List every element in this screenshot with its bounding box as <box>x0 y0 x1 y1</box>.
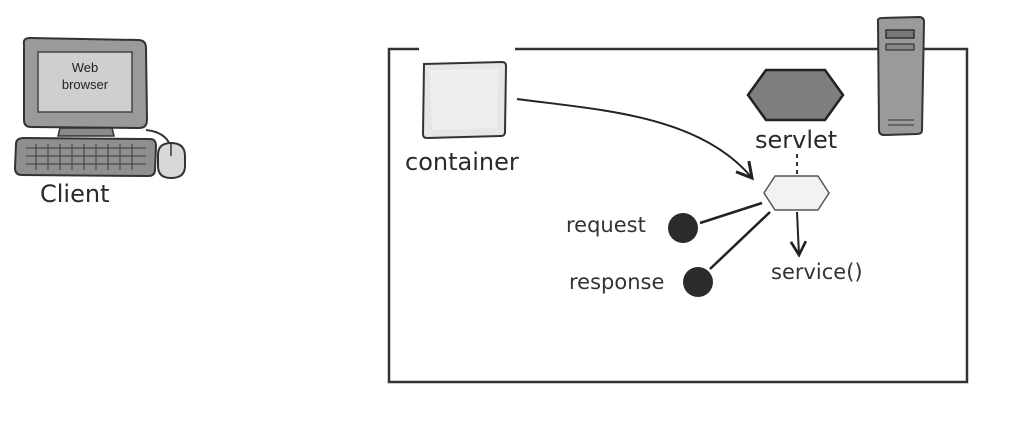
servlet-hexagon-icon <box>746 68 845 122</box>
response-line <box>709 211 771 270</box>
request-line <box>699 201 763 225</box>
service-arrow <box>789 211 808 258</box>
browser-screen-line1: Web <box>71 60 99 75</box>
container-label: container <box>405 148 519 176</box>
request-dot <box>668 213 698 243</box>
response-dot <box>683 267 713 297</box>
client-label: Client <box>40 180 110 208</box>
browser-screen-line2: browser <box>61 77 109 92</box>
browser-screen-label: Web browser <box>38 59 132 93</box>
servlet-label: servlet <box>755 126 838 154</box>
thread-hexagon-icon <box>763 175 830 211</box>
container-boundary <box>387 47 969 384</box>
server-tower-icon <box>876 15 926 137</box>
container-box-icon <box>421 60 508 140</box>
request-label: request <box>566 213 646 237</box>
service-label: service() <box>771 260 863 284</box>
computer-icon <box>13 36 186 180</box>
response-label: response <box>569 270 665 294</box>
container-to-servlet-arrow <box>516 98 754 181</box>
